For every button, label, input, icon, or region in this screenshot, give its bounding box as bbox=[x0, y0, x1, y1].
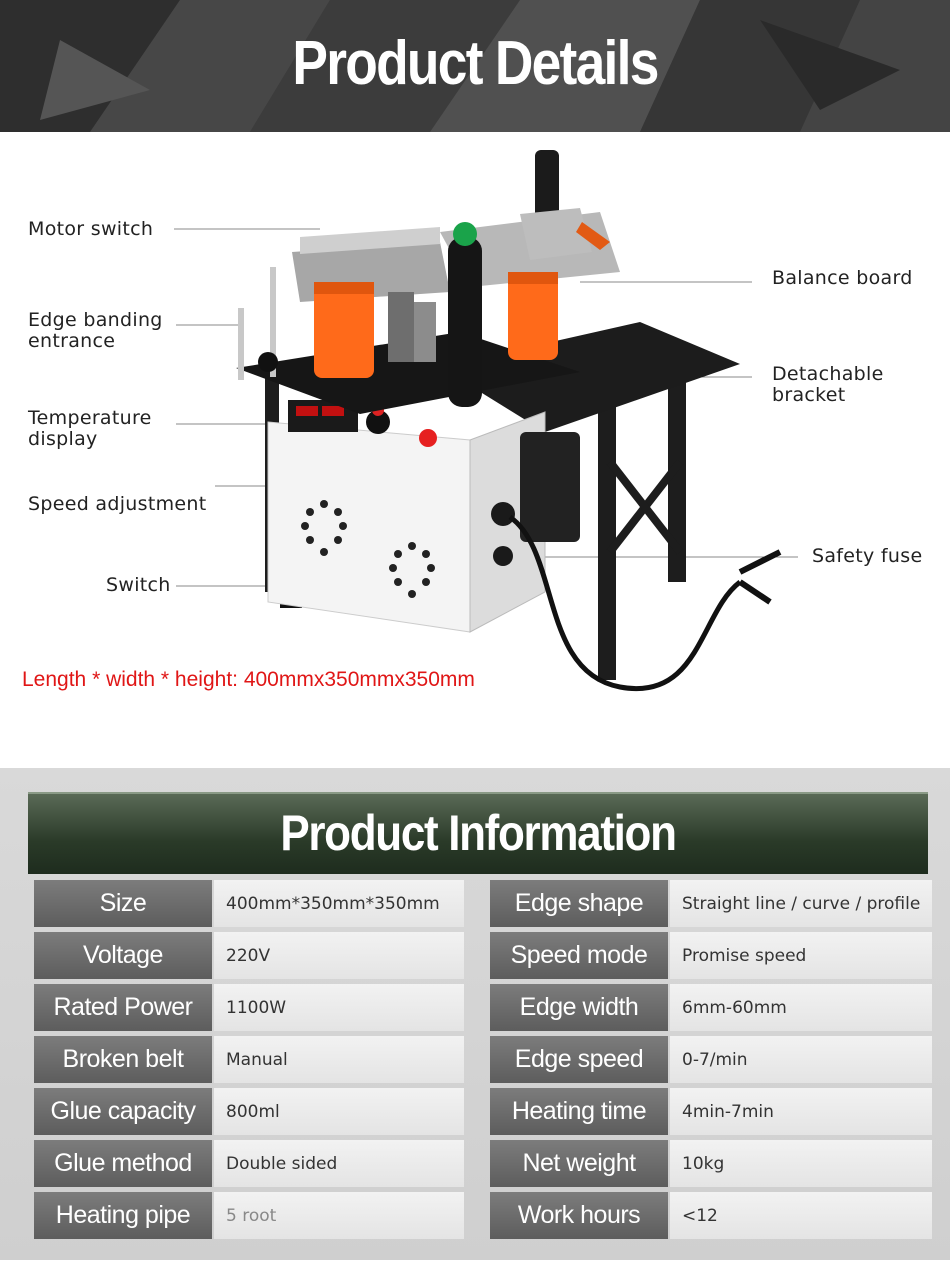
spec-label: Size bbox=[34, 880, 212, 927]
spec-label: Heating time bbox=[490, 1088, 668, 1135]
callout-speed-adjustment: Speed adjustment bbox=[28, 493, 207, 515]
spec-value: Straight line / curve / profile bbox=[670, 880, 932, 927]
spec-label: Speed mode bbox=[490, 932, 668, 979]
callout-switch: Switch bbox=[106, 574, 171, 596]
banner-background bbox=[0, 0, 950, 132]
spec-value: 5 root bbox=[214, 1192, 464, 1239]
spec-value: Manual bbox=[214, 1036, 464, 1083]
spec-value: 10kg bbox=[670, 1140, 932, 1187]
spec-value: 0-7/min bbox=[670, 1036, 932, 1083]
edge-banding-machine-illustration bbox=[174, 150, 798, 692]
spec-label: Voltage bbox=[34, 932, 212, 979]
spec-value: <12 bbox=[670, 1192, 932, 1239]
product-image: Motor switch Edge banding entrance Tempe… bbox=[0, 132, 950, 732]
spec-value: 1100W bbox=[214, 984, 464, 1031]
spec-value: 4min-7min bbox=[670, 1088, 932, 1135]
callout-detachable-line1: Detachable bbox=[772, 363, 884, 385]
callout-motor-switch: Motor switch bbox=[28, 218, 154, 240]
product-information-panel: Product Information Size 400mm*350mm*350… bbox=[0, 768, 950, 1260]
callout-edge-banding-line1: Edge banding bbox=[28, 309, 163, 331]
spec-label: Glue capacity bbox=[34, 1088, 212, 1135]
spec-label: Edge speed bbox=[490, 1036, 668, 1083]
spec-value: 800ml bbox=[214, 1088, 464, 1135]
spec-value: 6mm-60mm bbox=[670, 984, 932, 1031]
callout-edge-banding-line2: entrance bbox=[28, 330, 116, 352]
spec-label: Heating pipe bbox=[34, 1192, 212, 1239]
info-title: Product Information bbox=[280, 805, 677, 861]
spec-label: Rated Power bbox=[34, 984, 212, 1031]
spec-value: Promise speed bbox=[670, 932, 932, 979]
callout-detachable-line2: bracket bbox=[772, 384, 846, 406]
spec-label: Glue method bbox=[34, 1140, 212, 1187]
callout-balance-board: Balance board bbox=[772, 267, 913, 289]
spec-label: Edge shape bbox=[490, 880, 668, 927]
dimensions-text: Length * width * height: 400mmx350mmx350… bbox=[22, 668, 475, 691]
callout-temperature-line2: display bbox=[28, 428, 98, 450]
spec-label: Work hours bbox=[490, 1192, 668, 1239]
callout-temperature-line1: Temperature bbox=[28, 407, 152, 429]
spec-value: 220V bbox=[214, 932, 464, 979]
spec-label: Net weight bbox=[490, 1140, 668, 1187]
spec-label: Edge width bbox=[490, 984, 668, 1031]
spec-value: 400mm*350mm*350mm bbox=[214, 880, 464, 927]
spec-label: Broken belt bbox=[34, 1036, 212, 1083]
callout-safety-fuse: Safety fuse bbox=[812, 545, 923, 567]
page-title: Product Details bbox=[292, 29, 659, 98]
info-header: Product Information bbox=[28, 792, 928, 874]
spec-value: Double sided bbox=[214, 1140, 464, 1187]
header-banner: Product Details bbox=[0, 0, 950, 132]
